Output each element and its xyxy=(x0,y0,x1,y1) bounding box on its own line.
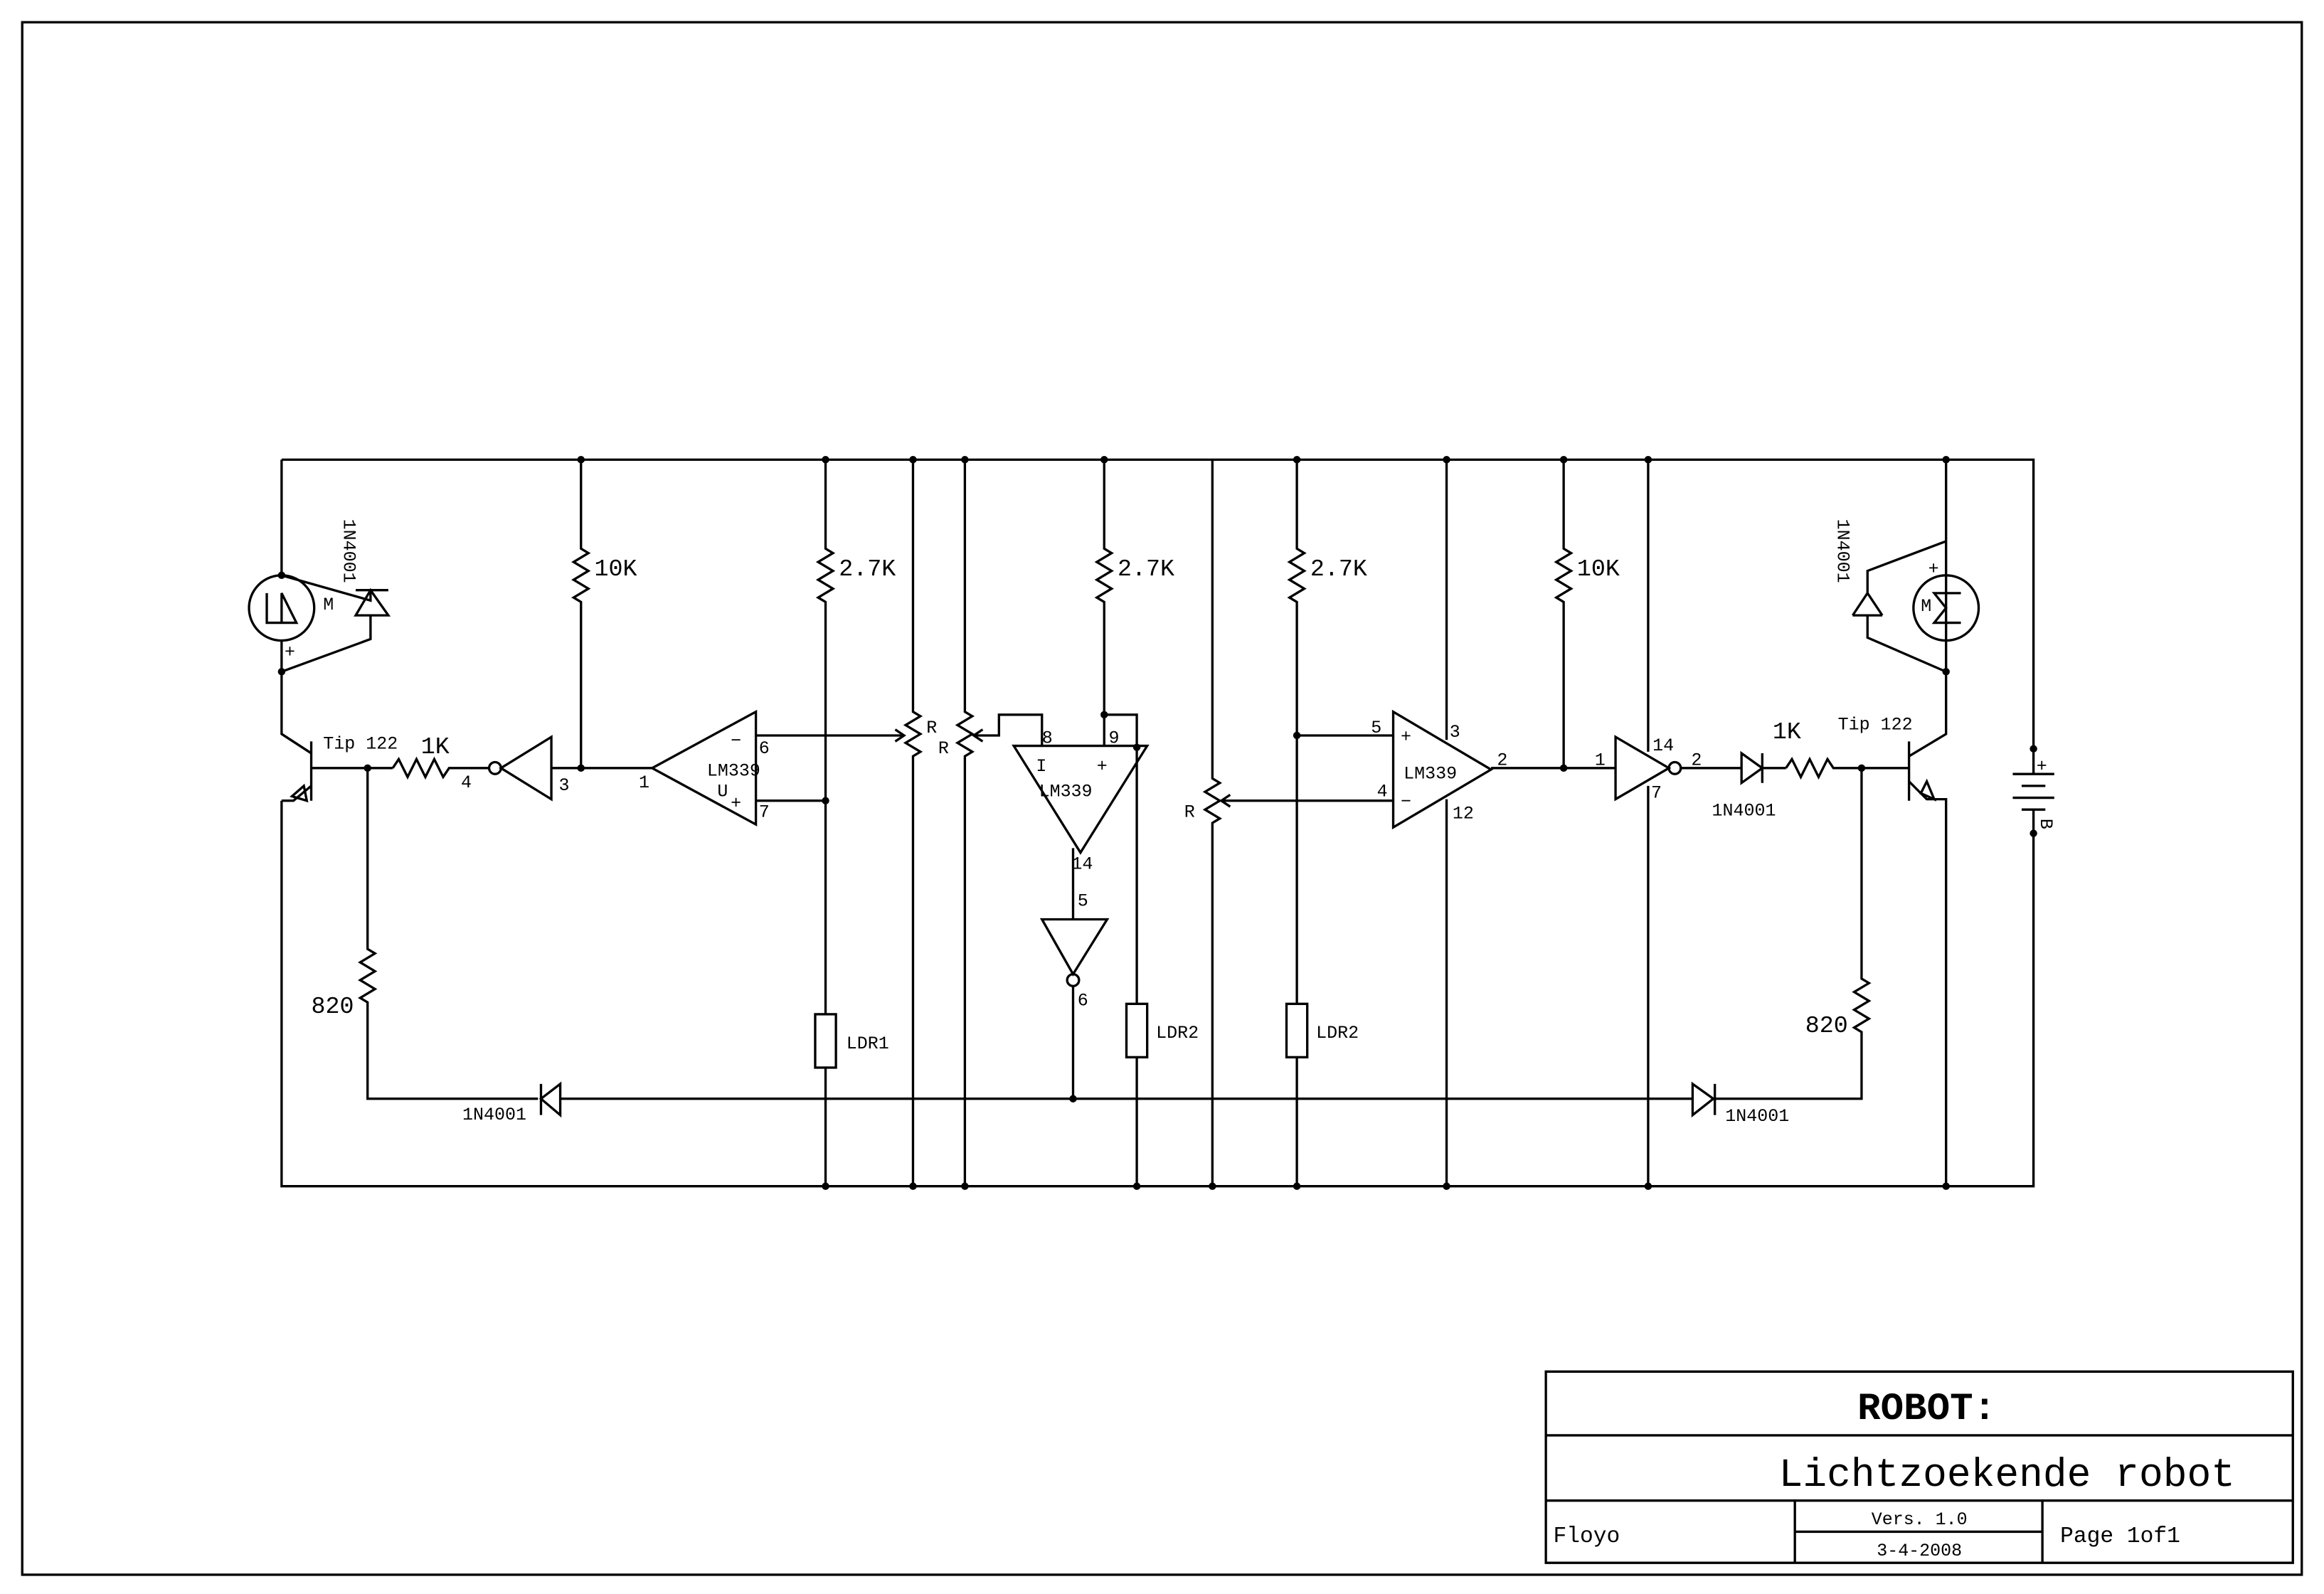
left-transistor: Tip 122 xyxy=(280,733,398,803)
left-pullup-resistor: 10K xyxy=(571,459,637,768)
motor-icon xyxy=(1931,592,1961,625)
potentiometer-1: R xyxy=(903,459,937,1186)
component-label: + xyxy=(285,642,295,662)
component-label: 1 xyxy=(1595,750,1606,771)
component-label: 3 xyxy=(1450,722,1460,743)
left-comparator: 1 LM339 − 6 U + 7 xyxy=(639,709,906,827)
component-label: − xyxy=(731,731,741,752)
component-label: U xyxy=(717,781,728,802)
component-label: 2.7K xyxy=(1118,556,1174,583)
component-label: 2.7K xyxy=(1310,556,1367,583)
component-label: R xyxy=(938,738,949,759)
right-base-resistor: 1K xyxy=(1773,719,1909,780)
component-label: + xyxy=(1097,756,1108,777)
component-label: 14 xyxy=(1071,854,1093,875)
component-label: LDR1 xyxy=(847,1034,889,1054)
component-label: M xyxy=(1921,596,1931,617)
component-label: 14 xyxy=(1652,735,1674,756)
component-label: R xyxy=(926,718,937,738)
right-flyback-diode: 1N4001 xyxy=(1832,519,1947,673)
version: Vers. 1.0 xyxy=(1872,1509,1968,1530)
component-label: + xyxy=(2037,756,2047,777)
potentiometer-2: R xyxy=(938,459,1044,1186)
component-label: 1N4001 xyxy=(462,1105,526,1125)
junction-dots xyxy=(277,456,2037,1190)
component-label: LM339 xyxy=(1039,781,1093,802)
component-label: M xyxy=(323,595,334,615)
component-label: 6 xyxy=(759,738,770,759)
component-label: R xyxy=(1184,802,1195,823)
component-label: 10K xyxy=(595,556,637,583)
right-comparator: 5 + 4 − 3 12 LM339 2 xyxy=(1371,459,1616,1186)
component-label: + xyxy=(1401,726,1411,747)
component-label: 3 xyxy=(558,775,569,796)
component-label: LM339 xyxy=(707,760,760,781)
component-label: LDR2 xyxy=(1156,1023,1199,1043)
component-label: 4 xyxy=(461,772,472,793)
author: Floyo xyxy=(1554,1524,1620,1549)
component-label: 4 xyxy=(1377,781,1388,802)
component-label: 820 xyxy=(312,994,354,1021)
battery: + B xyxy=(2012,748,2056,834)
component-label: + xyxy=(731,793,741,814)
component-label: LDR2 xyxy=(1316,1023,1359,1043)
component-label: 7 xyxy=(1651,783,1662,804)
component-label: + xyxy=(1928,559,1939,580)
component-label: Tip 122 xyxy=(323,734,398,755)
component-label: 12 xyxy=(1453,804,1474,824)
left-inverter: 3 xyxy=(487,735,652,802)
left-pulldown-resistor: 820 xyxy=(312,767,538,1100)
drawing-title: Lichtzoekende robot xyxy=(1779,1452,2235,1498)
component-label: 1K xyxy=(421,734,450,761)
right-divider: 2.7K LDR2 xyxy=(1285,459,1394,1186)
motor-icon xyxy=(265,593,299,625)
component-label: Tip 122 xyxy=(1838,715,1913,735)
component-label: − xyxy=(1401,792,1411,812)
right-series-diode: 1N4001 xyxy=(1712,750,1786,822)
right-inverter: 1 14 7 2 xyxy=(1595,459,1742,1186)
left-flyback-diode: 1N4001 xyxy=(281,519,391,673)
component-label: 2.7K xyxy=(839,556,896,583)
component-label: 1N4001 xyxy=(1725,1106,1789,1127)
component-label: 6 xyxy=(1078,990,1088,1011)
left-feedback-diode: 1N4001 xyxy=(462,1081,1693,1125)
component-label: I xyxy=(1036,756,1046,777)
right-transistor: Tip 122 xyxy=(1838,459,1948,1186)
page-number: Page 1of1 xyxy=(2060,1524,2180,1549)
component-label: 1N4001 xyxy=(338,519,359,583)
left-motor: M + xyxy=(248,574,334,663)
component-label: 1K xyxy=(1773,719,1801,746)
potentiometer-3: R xyxy=(1184,459,1394,1186)
component-label: 1N4001 xyxy=(1712,801,1776,822)
title-block: ROBOT: Lichtzoekende robot Floyo Vers. 1… xyxy=(1544,1370,2294,1564)
project-name: ROBOT: xyxy=(1857,1388,1996,1431)
right-motor: M + xyxy=(1912,559,1980,642)
right-feedback-diode: 1N4001 xyxy=(1691,1081,1789,1127)
component-label: 5 xyxy=(1078,891,1088,912)
component-label: 1N4001 xyxy=(1832,519,1853,583)
right-pullup-resistor: 10K xyxy=(1554,459,1620,768)
component-label: 8 xyxy=(1042,728,1053,748)
component-label: B xyxy=(2035,819,2056,829)
component-label: 820 xyxy=(1805,1013,1848,1040)
center-divider: 2.7K LDR2 xyxy=(1094,459,1199,1186)
center-inverter: 5 6 xyxy=(1039,891,1110,1099)
component-label: 2 xyxy=(1497,750,1507,771)
component-label: LM339 xyxy=(1404,763,1457,784)
right-pulldown-resistor: 820 xyxy=(1714,767,1872,1100)
component-label: 7 xyxy=(759,802,770,823)
left-base-resistor: 1K 4 xyxy=(391,734,489,793)
center-comparator: 8 9 I + LM339 14 xyxy=(1012,728,1150,920)
component-label: 1 xyxy=(639,772,649,793)
component-label: 9 xyxy=(1108,728,1119,748)
component-label: 10K xyxy=(1577,556,1620,583)
ldr1-divider: 2.7K LDR1 xyxy=(814,459,896,1186)
date: 3-4-2008 xyxy=(1877,1541,1962,1561)
component-label: 2 xyxy=(1691,750,1702,771)
sheet-border xyxy=(21,21,2303,1576)
component-label: 5 xyxy=(1371,718,1381,738)
